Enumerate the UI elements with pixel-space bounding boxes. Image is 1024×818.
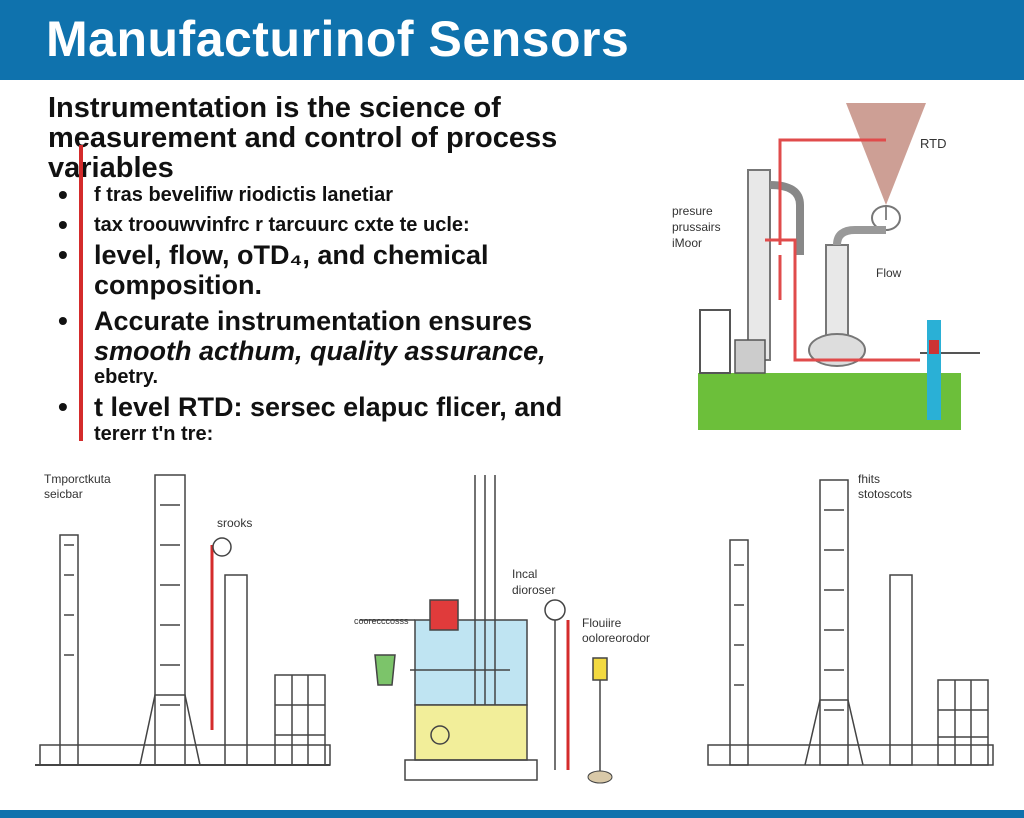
bullet-text: Accurate instrumentation ensures (94, 306, 533, 336)
bullet-text: level, flow, oTD₄, and chemical (94, 240, 489, 270)
label-subtitle: stotoscots (858, 487, 912, 501)
plant-diagram-right: fhits stotoscots (700, 465, 1000, 795)
bullet-text: f tras bevelifiw riodictis lanetiar (94, 184, 393, 206)
transmitter-icon (429, 599, 459, 631)
sensor-cone-icon (846, 103, 926, 205)
page-title: Manufacturinof Sensors (46, 11, 630, 67)
label-controller: ooloreorodor (582, 631, 650, 645)
gauge-icon (212, 537, 232, 557)
bullet-text: t level RTD: sersec elapuc flicer, and (94, 392, 563, 422)
label-pressure: presure (672, 204, 713, 218)
label-sensor: dioroser (512, 583, 555, 597)
bullet-list: f tras bevelifiw riodictis lanetiar tax … (58, 182, 638, 446)
process-illustration: RTD presure prussairs iMoor Flow (672, 103, 980, 430)
plant-diagram-left: Tmporctkuta seicbar srooks (30, 465, 340, 795)
label-pressure: Flouiire (582, 616, 622, 630)
label-pipe: coorecccosss (354, 616, 409, 626)
label-sensor: seicbar (44, 487, 83, 501)
bullet-text: tax troouwvinfrc r tarcuurc cxte te ucle… (94, 214, 470, 236)
label-temperature: Tmporctkuta (44, 472, 111, 486)
title-bar: Manufacturinof Sensors (0, 0, 1024, 80)
intro-text: Instrumentation is the science of measur… (48, 92, 558, 184)
bullet-text-cont: tererr t'n tre: (94, 423, 214, 445)
beaker-icon (374, 654, 396, 686)
label-pressure-2: prussairs (672, 220, 721, 234)
bottom-bar (0, 810, 1024, 818)
bullet-text-cont: composition. (94, 270, 262, 300)
label-level: Incal (512, 567, 537, 581)
label-sensors: srooks (217, 516, 252, 530)
bullet-item: tax troouwvinfrc r tarcuurc cxte te ucle… (58, 212, 638, 238)
label-title: fhits (858, 472, 880, 486)
bullet-item: level, flow, oTD₄, and chemical composit… (58, 240, 638, 300)
transmitter-icon (927, 320, 941, 420)
tank-water (414, 619, 528, 706)
label-pressure-3: iMoor (672, 236, 702, 250)
bullet-item: Accurate instrumentation ensures smooth … (58, 306, 638, 388)
label-flow: Flow (876, 266, 902, 280)
bullet-item: f tras bevelifiw riodictis lanetiar (58, 182, 638, 208)
indicator-icon (592, 657, 608, 681)
tank-diagram-middle: Incal dioroser Flouiire ooloreorodor coo… (350, 470, 680, 795)
ground-base (698, 373, 961, 430)
bullet-text-cont: smooth acthum, quality assurance, (94, 336, 546, 366)
bullet-text-cont: ebetry. (94, 366, 159, 388)
gauge-icon (544, 599, 566, 621)
bullet-item: t level RTD: sersec elapuc flicer, and t… (58, 392, 638, 446)
tank-liquid (414, 704, 528, 761)
label-rtd: RTD (920, 136, 946, 151)
process-diagram-top-right: RTD presure prussairs iMoor Flow (650, 95, 1010, 435)
